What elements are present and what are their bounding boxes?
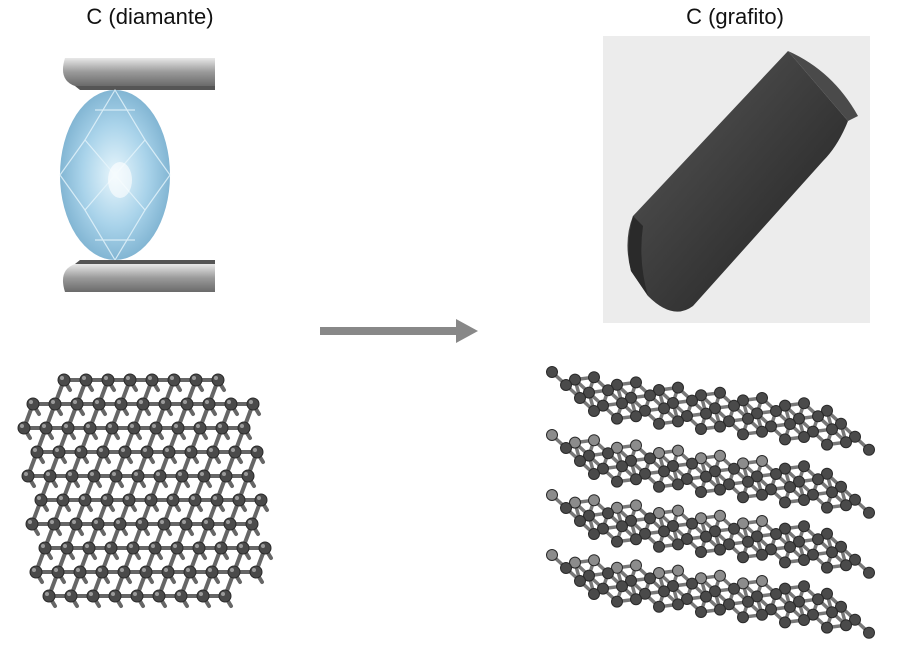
diamond-gem-icon [59,58,215,292]
diamond-label: C (diamante) [86,4,214,29]
right-arrow-icon [320,319,478,343]
graphite-rod-icon [627,51,858,312]
diamond-lattice-structure [17,373,273,608]
graphite-layered-structure [546,366,875,639]
diamond-photo [40,50,215,300]
graphite-photo [603,36,870,323]
graphite-label: C (grafito) [686,4,784,29]
